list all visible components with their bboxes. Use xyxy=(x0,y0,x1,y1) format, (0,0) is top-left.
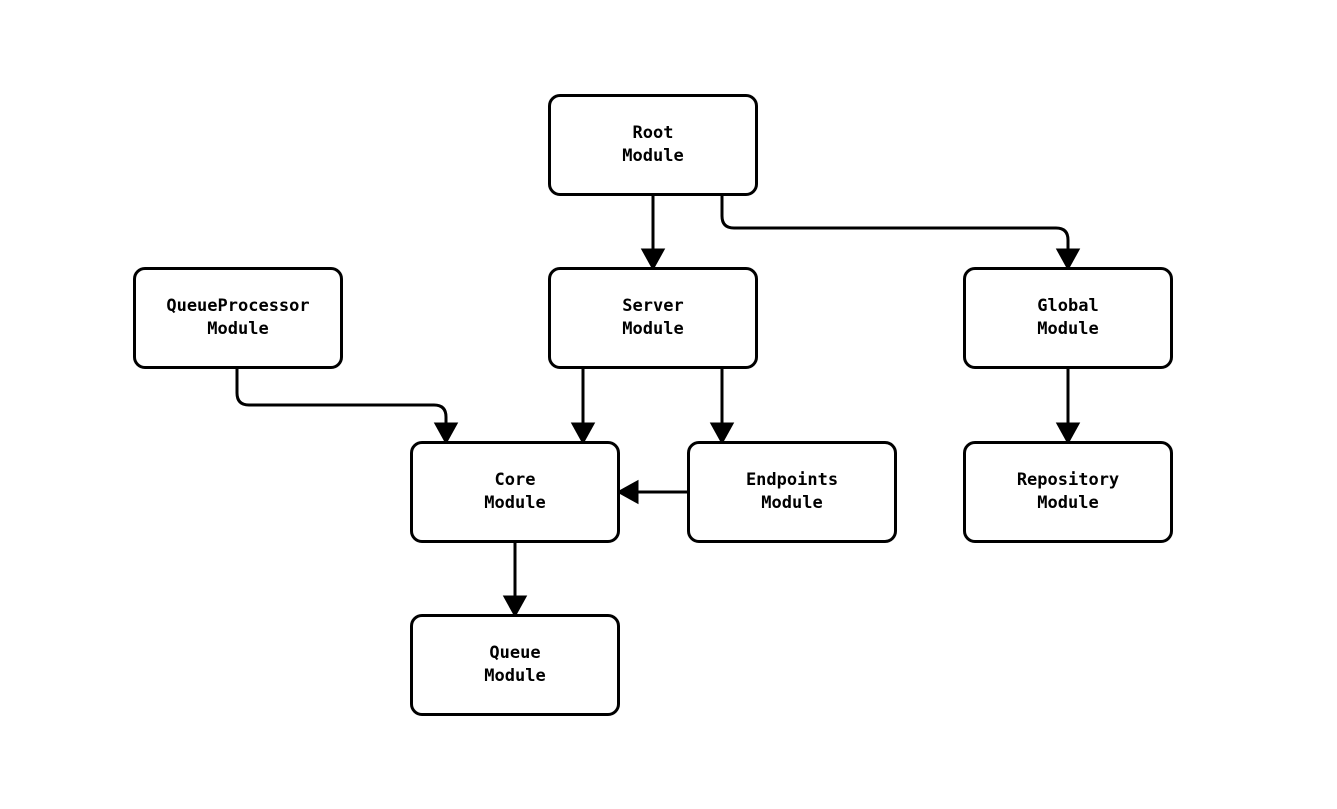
node-subtitle: Module xyxy=(761,493,823,513)
node-subtitle: Module xyxy=(1037,319,1099,339)
node-title: Core xyxy=(494,470,536,490)
node-title: QueueProcessor xyxy=(166,296,310,316)
node-server-module[interactable]: Server Module xyxy=(548,267,758,369)
node-subtitle: Module xyxy=(207,319,269,339)
node-subtitle: Module xyxy=(1037,493,1099,513)
node-subtitle: Module xyxy=(622,319,684,339)
node-root-module[interactable]: Root Module xyxy=(548,94,758,196)
edge-queueprocessor-to-core xyxy=(235,369,459,445)
node-title: Queue xyxy=(489,643,541,663)
node-queue-module[interactable]: Queue Module xyxy=(410,614,620,716)
node-title: Root xyxy=(632,123,674,143)
node-title: Server xyxy=(622,296,684,316)
edge-paths xyxy=(235,196,1081,618)
node-endpoints-module[interactable]: Endpoints Module xyxy=(687,441,897,543)
node-repository-module[interactable]: Repository Module xyxy=(963,441,1173,543)
node-subtitle: Module xyxy=(484,493,546,513)
edge-root-to-global xyxy=(720,196,1081,271)
node-global-module[interactable]: Global Module xyxy=(963,267,1173,369)
node-title: Repository xyxy=(1016,470,1120,490)
node-subtitle: Module xyxy=(484,666,546,686)
node-subtitle: Module xyxy=(622,146,684,166)
node-core-module[interactable]: Core Module xyxy=(410,441,620,543)
node-title: Endpoints xyxy=(745,470,839,490)
node-queueprocessor-module[interactable]: QueueProcessor Module xyxy=(133,267,343,369)
node-title: Global xyxy=(1037,296,1099,316)
